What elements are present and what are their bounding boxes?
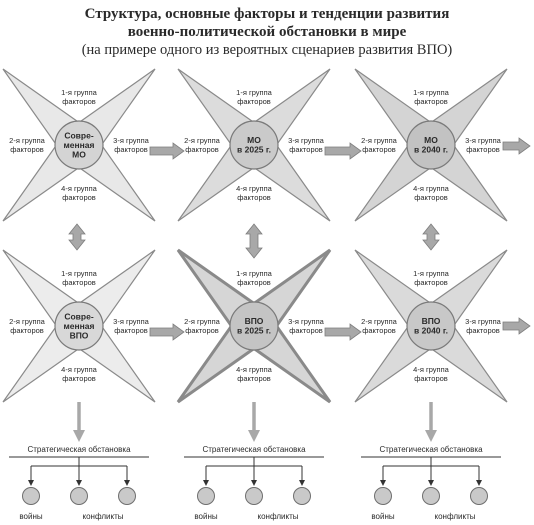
diagram-title-line-2: военно-политической обстановки в мире [127,24,407,40]
arrow-mo-vpo-current [68,223,86,251]
cross-center-circle [54,301,104,351]
strategic-block-1: Стратегическая обстановка войны конфликты [9,402,149,521]
diagram-subtitle: (на примере одного из вероятных сценарие… [81,42,453,58]
arrow-mo-current-to-2025 [149,142,185,160]
branch-arrowhead [476,480,482,486]
down-arrow-head [425,430,437,442]
arrow-mo-vpo-2040 [422,223,440,251]
outcome-circle [422,487,440,505]
outcome-circle [374,487,392,505]
cross-center-circle [54,120,104,170]
wars-label: войны [19,512,42,521]
arrow-vpo-2040-onward [502,317,531,335]
outcome-circle [470,487,488,505]
outcome-circle [22,487,40,505]
strategic-situation-label: Стратегическая обстановка [202,445,306,454]
outcome-circle [70,487,88,505]
down-arrow-head [248,430,260,442]
conflicts-label: конфликты [82,512,123,521]
cross-center-circle [229,301,279,351]
conflicts-label: конфликты [434,512,475,521]
conflicts-label: конфликты [257,512,298,521]
arrow-vpo-2025-to-2040 [324,323,362,341]
branch-arrowhead [28,480,34,486]
arrow-mo-2025-to-2040 [324,142,362,160]
branch-arrowhead [203,480,209,486]
wars-label: войны [371,512,394,521]
wars-label: войны [194,512,217,521]
strategic-block-2: Стратегическая обстановка войны конфликты [184,402,324,521]
cross-center-circle [406,120,456,170]
arrow-vpo-current-to-2025 [149,323,185,341]
outcome-circle [118,487,136,505]
arrow-mo-2040-onward [502,137,531,155]
strategic-block-3: Стратегическая обстановка войны конфликты [361,402,501,521]
outcome-circle [197,487,215,505]
outcome-circle [293,487,311,505]
branch-arrowhead [299,480,305,486]
down-arrow-head [73,430,85,442]
arrow-mo-vpo-2025 [245,223,263,259]
cross-center-circle [406,301,456,351]
branch-arrowhead [380,480,386,486]
strategic-situation-label: Стратегическая обстановка [27,445,131,454]
branch-arrowhead [76,480,82,486]
branch-arrowhead [251,480,257,486]
strategic-situation-label: Стратегическая обстановка [379,445,483,454]
diagram-title-line-1: Структура, основные факторы и тенденции … [84,6,450,22]
branch-arrowhead [428,480,434,486]
branch-arrowhead [124,480,130,486]
cross-center-circle [229,120,279,170]
outcome-circle [245,487,263,505]
